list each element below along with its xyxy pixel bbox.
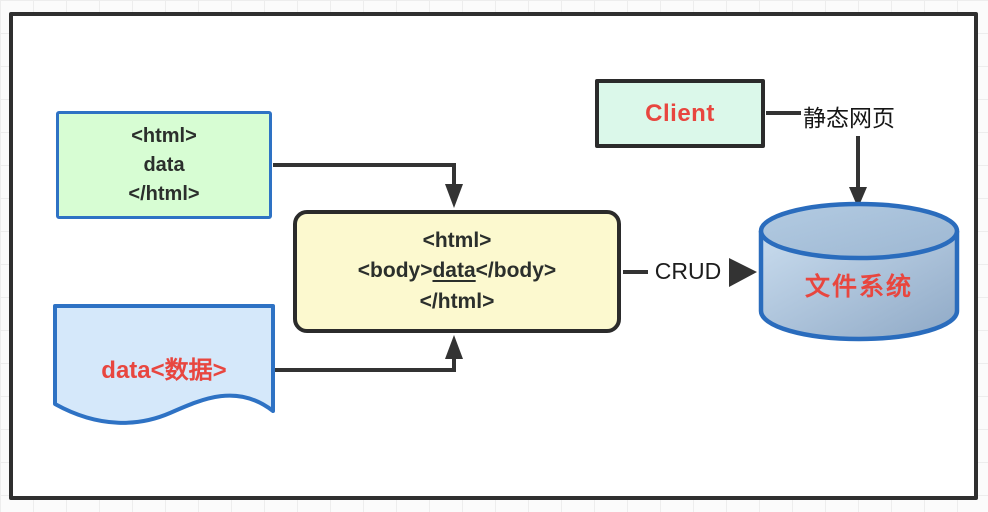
html-data-line: data — [143, 153, 185, 176]
merged-line-2: <body>data</body> — [358, 256, 556, 286]
data-document-label: data<数据> — [101, 357, 227, 384]
html-file-box: <html> data </html> — [56, 111, 272, 219]
body-open-tag: <body> — [357, 259, 433, 283]
merged-page-box: <html> <body>data</body> </html> — [293, 210, 621, 333]
underlined-data: data — [432, 259, 476, 283]
crud-label: CRUD — [654, 258, 722, 284]
html-open-tag-line: <html> — [131, 124, 197, 147]
merged-line-1: <html> — [422, 228, 492, 252]
client-box: Client — [595, 79, 765, 148]
static-page-label: 静态网页 — [803, 105, 895, 131]
body-close-tag: </body> — [475, 259, 557, 283]
data-document-shape — [53, 304, 275, 425]
file-system-label: 文件系统 — [804, 273, 913, 301]
merged-line-3: </html> — [419, 289, 495, 313]
client-label: Client — [645, 99, 715, 127]
html-close-tag-line: </html> — [128, 182, 200, 205]
file-system-cylinder — [758, 201, 960, 342]
